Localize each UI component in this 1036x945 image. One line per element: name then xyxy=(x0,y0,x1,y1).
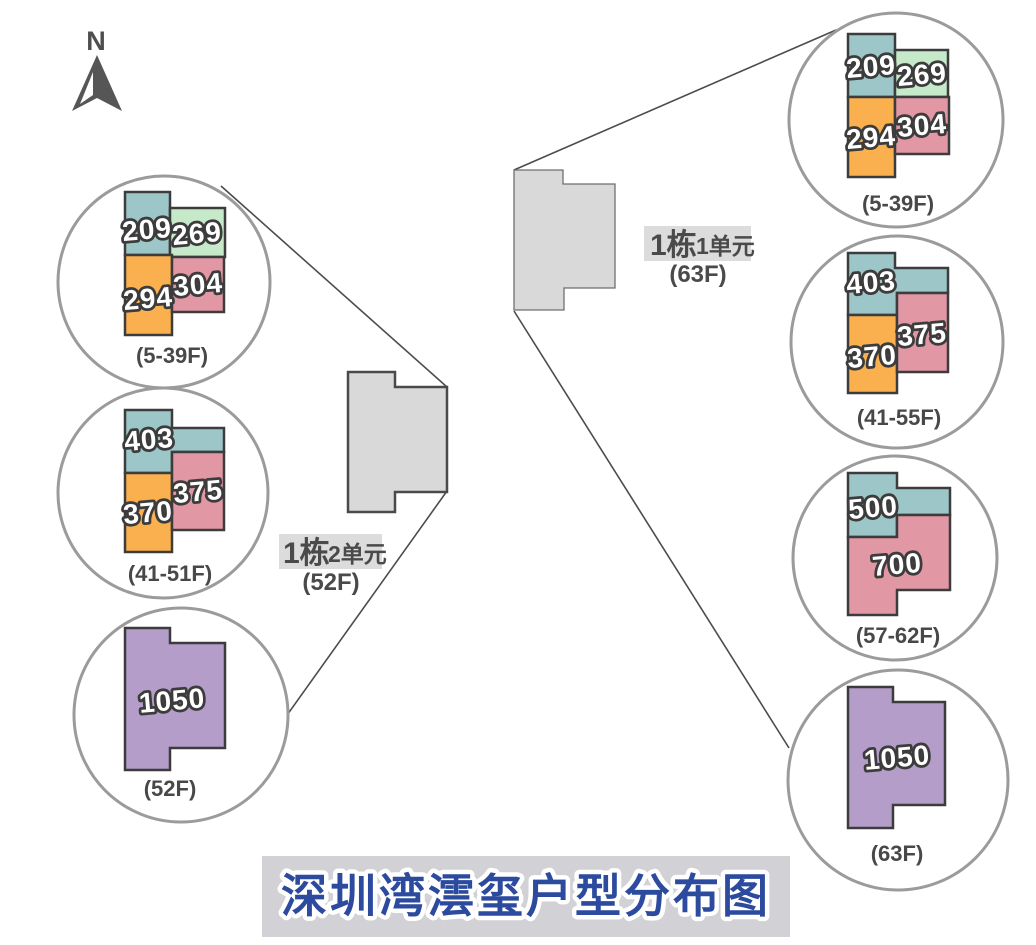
unit-shape-r4-1050 xyxy=(846,685,947,830)
floor-range-label: (52F) xyxy=(144,776,197,801)
unit-area-label: 375 xyxy=(172,474,224,509)
unit-shape-l2-370 xyxy=(123,471,174,554)
unit-area-label: 403 xyxy=(123,422,175,457)
zoom-circle-right-41-55f: 403 370 375 (41-55F) xyxy=(789,234,1005,450)
callout-line-left-top xyxy=(220,185,448,388)
building-left-name: 1栋 xyxy=(283,536,330,570)
unit-area-label: 1050 xyxy=(863,739,932,776)
building-right-label-box xyxy=(644,226,751,261)
unit-area-label: 209 xyxy=(121,212,173,247)
unit-area-label: 1050 xyxy=(138,682,207,719)
zoom-circle-left-5-39f: 209 269 294 304 (5-39F) xyxy=(56,174,272,390)
building-left-label-box xyxy=(279,534,382,569)
unit-area-label: 269 xyxy=(896,57,948,92)
unit-shape-l1-269 xyxy=(168,206,227,259)
zoom-circle-right-5-39f: 209 269 294 304 (5-39F) xyxy=(787,11,1005,229)
unit-area-label: 209 xyxy=(845,49,897,84)
floor-range-label: (41-55F) xyxy=(857,405,941,430)
building-left-footprint xyxy=(346,370,449,514)
floor-range-label: (5-39F) xyxy=(862,191,934,216)
zoom-circle-left-52f: 1050 (52F) xyxy=(72,606,290,824)
unit-area-label: 269 xyxy=(171,216,223,251)
building-right-floor: (63F) xyxy=(669,261,726,288)
building-left-floor: (52F) xyxy=(302,569,359,596)
unit-shape-l1-294 xyxy=(123,253,174,337)
unit-shape-r1-304 xyxy=(893,95,951,156)
unit-shape-l1-304 xyxy=(170,255,226,314)
title-banner-background xyxy=(262,856,790,937)
unit-shape-r2-375 xyxy=(895,291,950,374)
unit-area-label: 370 xyxy=(846,339,898,374)
building-right-unit: 1单元 xyxy=(696,233,755,259)
unit-area-label: 700 xyxy=(871,547,923,582)
unit-area-label: 370 xyxy=(122,495,174,530)
unit-area-label: 500 xyxy=(847,490,899,525)
building-right: 1栋 1单元 (63F) xyxy=(513,169,755,311)
north-arrow-icon xyxy=(72,55,122,111)
unit-shape-l2-375 xyxy=(170,450,226,532)
building-left-unit: 2单元 xyxy=(328,541,387,567)
unit-area-label: 375 xyxy=(896,317,948,352)
unit-area-label: 403 xyxy=(845,265,897,300)
north-arrow-inner-highlight xyxy=(80,72,93,104)
building-right-footprint xyxy=(513,169,616,311)
page-title: 深圳湾澐玺户型分布图 xyxy=(281,870,771,922)
zoom-circle-right-63f: 1050 (63F) xyxy=(786,668,1010,892)
unit-area-label: 294 xyxy=(845,120,897,155)
unit-shape-r2-370 xyxy=(846,313,899,395)
unit-area-label: 304 xyxy=(172,267,224,302)
compass: N xyxy=(72,26,122,111)
callout-line-right-top xyxy=(513,29,837,171)
compass-n-label: N xyxy=(86,26,106,56)
unit-area-label: 304 xyxy=(896,108,948,143)
zoom-circle-right-57-62f: 500 700 (57-62F) xyxy=(791,454,999,662)
building-right-name: 1栋 xyxy=(650,228,697,262)
callout-line-right-bottom xyxy=(513,310,790,749)
callout-lines xyxy=(220,29,837,768)
zoom-circle-left-41-51f: 403 370 375 (41-51F) xyxy=(56,386,270,600)
unit-shape-r3-700 xyxy=(846,513,952,617)
floor-range-label: (41-51F) xyxy=(128,561,212,586)
floor-range-label: (63F) xyxy=(871,841,924,866)
floor-range-label: (57-62F) xyxy=(856,623,940,648)
floor-range-label: (5-39F) xyxy=(136,343,208,368)
title-banner: 深圳湾澐玺户型分布图 xyxy=(262,856,790,937)
unit-shape-l3-1050 xyxy=(123,626,227,772)
building-left: 1栋 2单元 (52F) xyxy=(279,370,449,596)
unit-area-label: 294 xyxy=(122,281,174,316)
